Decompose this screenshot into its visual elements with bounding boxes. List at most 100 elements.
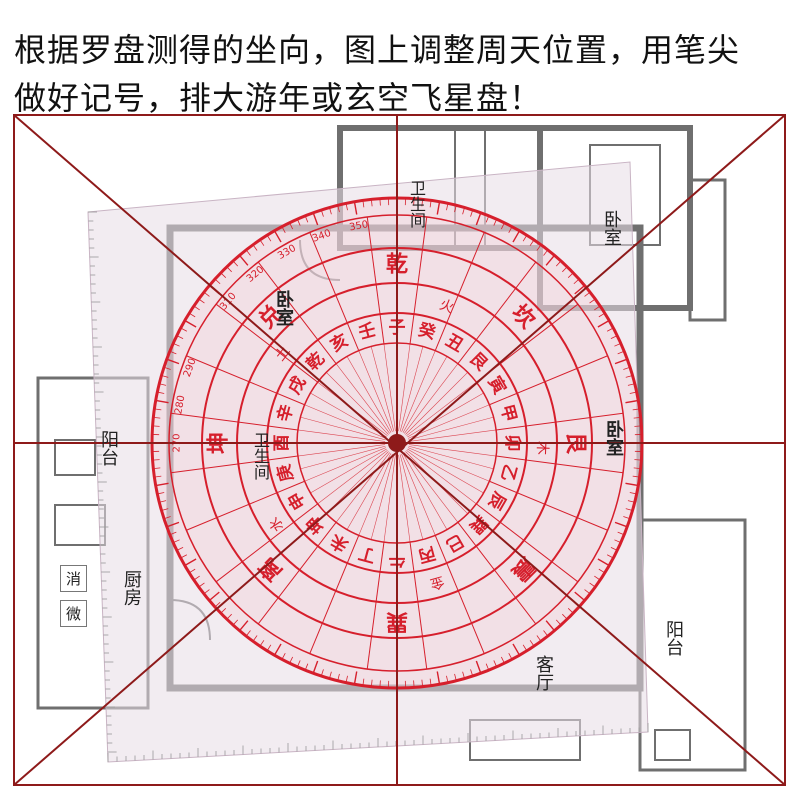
compass-tick <box>245 249 251 256</box>
compass-spoke-inner <box>407 448 484 494</box>
compass-tick <box>362 200 365 208</box>
compass-mountain-label: 丙 <box>416 542 438 566</box>
compass-spoke-inner <box>406 450 477 505</box>
compass-tick <box>632 475 640 478</box>
compass-spoke-inner <box>335 452 390 523</box>
compass-tick <box>597 319 610 328</box>
compass-spoke-inner <box>317 450 388 505</box>
compass-tick <box>289 222 294 230</box>
compass-mountain-label: 乙 <box>496 462 520 484</box>
compass-tick <box>462 207 465 215</box>
compass-tick <box>574 591 586 602</box>
compass-spoke-inner <box>399 454 424 540</box>
compass-tick <box>623 516 631 520</box>
frame-border <box>13 114 786 786</box>
compass-tick <box>370 679 373 687</box>
compass-spoke-inner <box>297 429 386 442</box>
room-label-bedroom-top: 卧室 <box>273 290 294 326</box>
kitchen-counter <box>54 504 106 546</box>
compass-tick <box>429 200 432 208</box>
compass-spoke <box>366 216 385 344</box>
compass-tick <box>220 608 227 614</box>
compass-element-label: 木 <box>534 441 550 456</box>
compass-tick <box>159 500 167 503</box>
compass-spoke <box>170 412 298 431</box>
compass-tick <box>545 254 556 266</box>
compass-tick <box>184 319 197 328</box>
compass-tick <box>173 539 180 544</box>
compass-spoke-inner <box>408 416 494 441</box>
compass-tick <box>155 482 169 487</box>
compass-tick <box>370 199 373 207</box>
compass-tick <box>584 589 591 595</box>
compass-spoke-inner <box>402 453 448 530</box>
compass-spoke-inner <box>304 447 387 482</box>
compass-tick <box>614 539 621 544</box>
compass-tick <box>594 575 601 581</box>
compass-element-label: 火 <box>437 297 456 317</box>
compass-spoke <box>434 535 485 654</box>
compass-tick <box>562 613 568 620</box>
compass-tick <box>610 546 618 551</box>
compass-tick <box>232 260 239 267</box>
compass-spoke-inner <box>401 453 436 536</box>
compass-tick <box>329 671 332 679</box>
compass-tick <box>555 619 562 626</box>
compass-tick <box>173 342 180 347</box>
compass-tick <box>154 475 162 478</box>
compass-mountain-label: 辛 <box>273 402 298 424</box>
compass-tick <box>627 500 635 503</box>
compass-degree-label: 280 <box>173 394 187 415</box>
compass-tick <box>157 391 165 394</box>
compass-tick <box>493 660 498 667</box>
compass-tick <box>273 230 282 243</box>
compass-tick <box>567 272 574 278</box>
compass-tick <box>184 558 197 567</box>
compass-tick <box>446 675 449 683</box>
compass-spoke <box>434 232 485 351</box>
room-label-bedroom-east: 卧室 <box>603 420 624 456</box>
compass-tick <box>180 327 188 332</box>
compass-spoke-inner <box>358 453 393 536</box>
compass-tick <box>214 278 221 285</box>
center-point <box>388 434 406 452</box>
compass-tick <box>625 375 633 378</box>
compass-spoke-inner <box>408 444 497 457</box>
compass-tick <box>329 207 332 215</box>
compass-spoke <box>409 542 428 670</box>
compass-tick <box>629 492 637 495</box>
compass-spoke-inner <box>398 343 411 432</box>
compass-tick <box>161 508 169 511</box>
compass-tick <box>567 608 574 614</box>
compass-tick <box>337 673 340 681</box>
compass-tick <box>429 678 432 686</box>
compass-spoke-inner <box>346 453 392 530</box>
compass-tick <box>208 591 220 602</box>
compass-tick <box>169 531 177 536</box>
compass-spoke <box>215 303 318 383</box>
compass-tick <box>606 554 614 559</box>
compass-tick <box>155 399 169 404</box>
compass-tick <box>266 235 272 242</box>
compass-spoke <box>257 261 337 364</box>
compass-tick <box>226 266 232 273</box>
compass-tick <box>562 266 568 273</box>
compass-tick <box>345 675 348 683</box>
compass-tick <box>614 342 621 347</box>
compass-mountain-label: 甲 <box>496 402 520 424</box>
compass-tick <box>345 203 348 211</box>
compass-tick <box>632 408 640 411</box>
compass-tick <box>176 335 184 340</box>
compass-tick <box>296 660 301 667</box>
room-label-bathroom-top: 卫生间 <box>407 180 426 228</box>
compass-tick <box>617 531 625 536</box>
compass-tick <box>597 558 610 567</box>
compass-tick <box>584 291 591 297</box>
compass-spoke <box>309 535 360 654</box>
compass-tick <box>289 656 294 664</box>
compass-tick <box>545 620 556 632</box>
compass-tick <box>203 291 210 297</box>
compass-tick <box>589 298 596 304</box>
compass-tick <box>169 350 177 355</box>
compass-tick <box>475 212 482 226</box>
